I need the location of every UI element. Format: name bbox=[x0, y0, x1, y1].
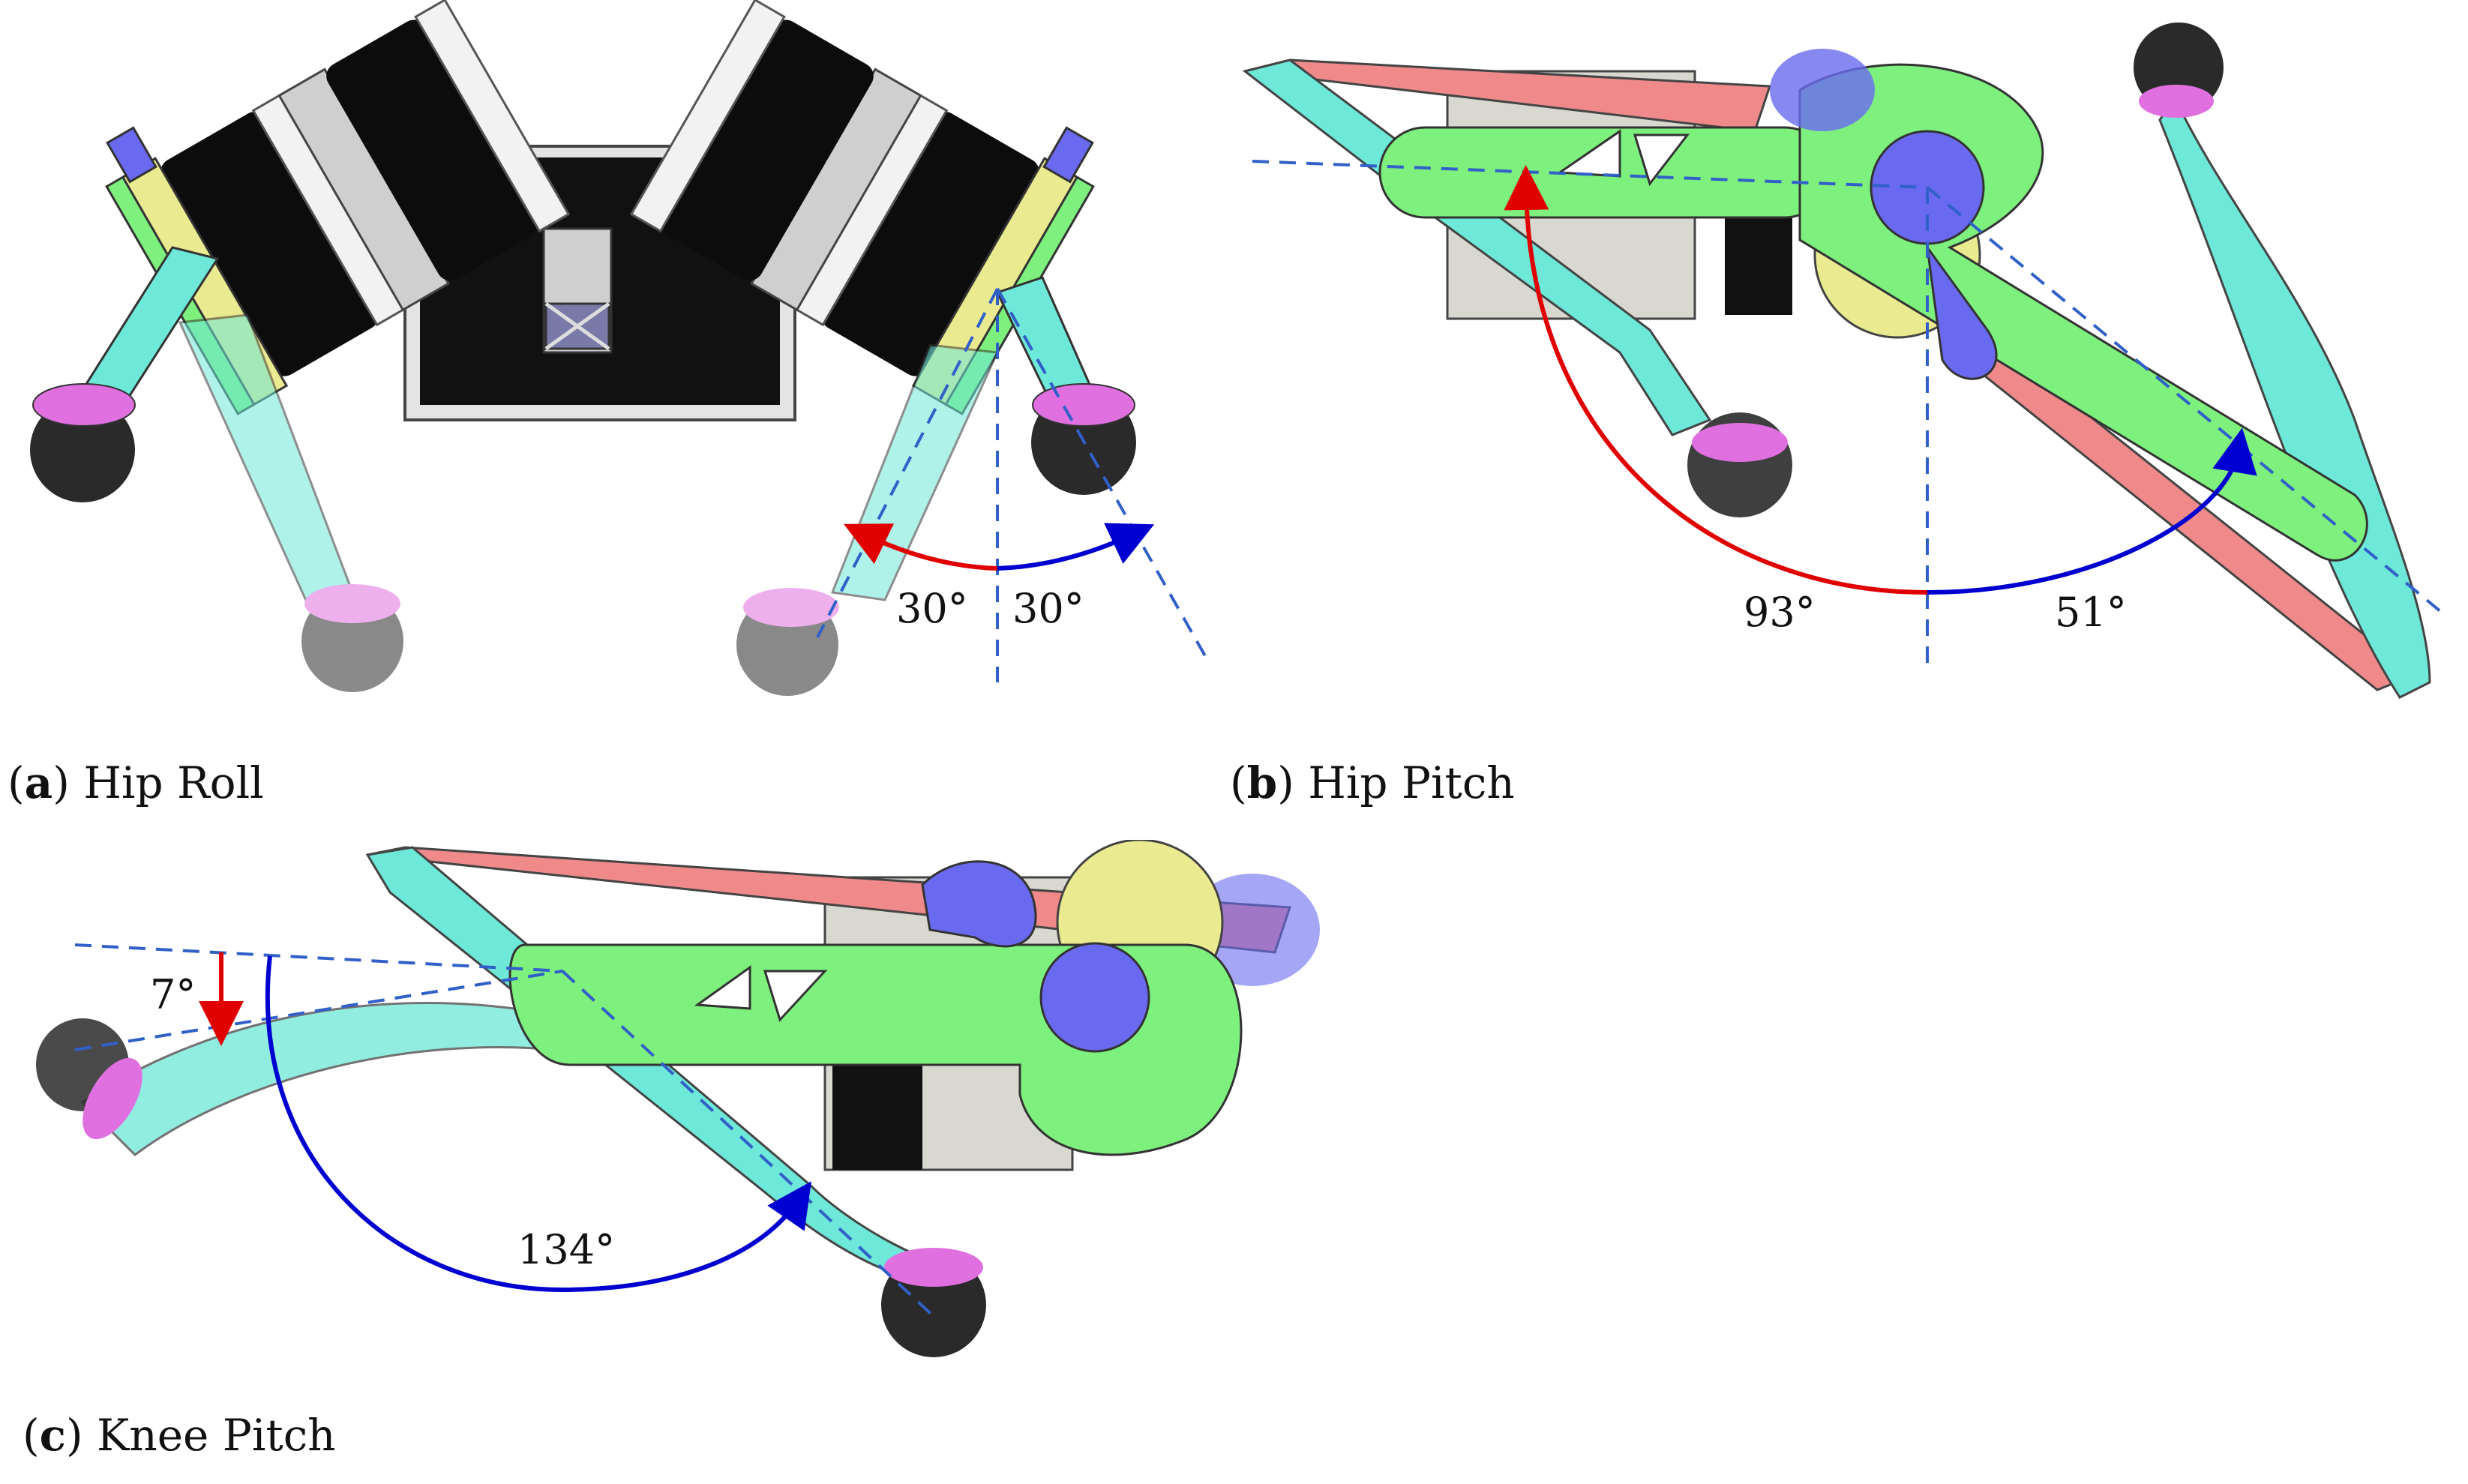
caption-letter-a: a bbox=[24, 757, 53, 808]
knee-pitch-guides bbox=[74, 943, 939, 1321]
caption-hip-pitch: (b) Hip Pitch bbox=[1230, 757, 1515, 808]
hip-pitch-shank-left bbox=[1242, 58, 1792, 517]
hip-pitch-angle-right: 51° bbox=[2055, 589, 2127, 636]
hip-roll-arc-left bbox=[844, 523, 998, 571]
panel-hip-pitch: 93° 51° bbox=[1230, 0, 2468, 720]
caption-knee-pitch: (c) Knee Pitch bbox=[22, 1410, 336, 1461]
panel-knee-pitch: 7° 134° bbox=[0, 840, 1350, 1410]
knee-pitch-motor bbox=[921, 860, 1150, 1053]
hip-pitch-arc-right bbox=[1927, 427, 2257, 595]
caption-letter-b: b bbox=[1246, 757, 1278, 808]
hip-pitch-guides bbox=[1252, 160, 2446, 667]
caption-hip-roll: (a) Hip Roll bbox=[7, 757, 264, 808]
right-motor-stack bbox=[629, 0, 1095, 415]
hip-pitch-shank-right bbox=[2134, 22, 2431, 699]
caption-text-c: Knee Pitch bbox=[97, 1410, 336, 1461]
right-front-leg bbox=[995, 276, 1136, 495]
hip-roll-angle-left: 30° bbox=[896, 585, 968, 632]
hip-roll-angle-right: 30° bbox=[1012, 585, 1084, 632]
knee-pitch-angle-small: 7° bbox=[150, 971, 196, 1018]
knee-pitch-diagram: 7° 134° bbox=[36, 840, 1320, 1357]
caption-text-a: Hip Roll bbox=[83, 757, 264, 808]
hip-pitch-arc-left bbox=[1504, 165, 1928, 595]
panel-hip-roll: 30° 30° bbox=[0, 0, 1230, 720]
hip-roll-arc-right bbox=[997, 523, 1155, 571]
caption-text-b: Hip Pitch bbox=[1308, 757, 1515, 808]
hip-pitch-angle-left: 93° bbox=[1744, 589, 1816, 636]
hip-roll-guides bbox=[816, 288, 1209, 682]
hip-pitch-motor bbox=[1770, 49, 1998, 380]
hip-roll-diagram: 30° 30° bbox=[30, 0, 1209, 696]
knee-pitch-arc-large bbox=[265, 955, 812, 1293]
knee-pitch-angle-large: 134° bbox=[517, 1226, 615, 1273]
caption-letter-c: c bbox=[39, 1410, 66, 1461]
left-front-leg bbox=[30, 246, 220, 502]
hip-pitch-diagram: 93° 51° bbox=[1242, 22, 2446, 699]
